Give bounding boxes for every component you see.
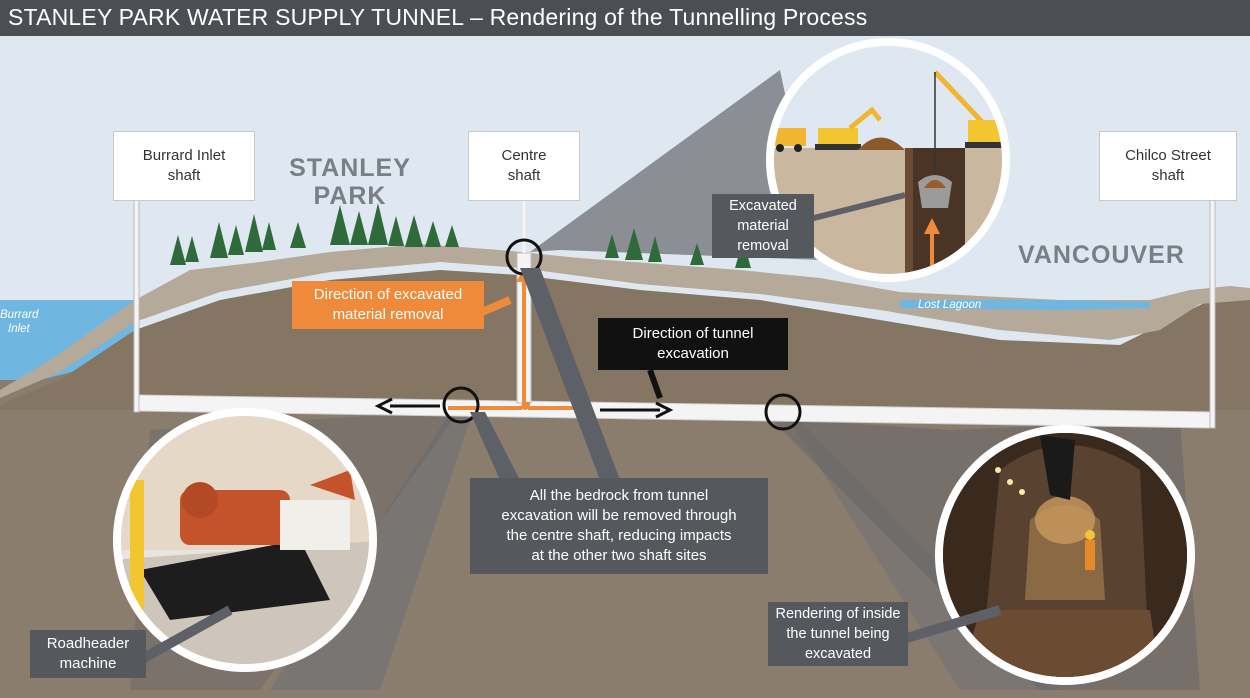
bedrock-removal-label: All the bedrock from tunnel excavation w… xyxy=(470,478,768,574)
centre-shaft-line2: shaft xyxy=(507,167,541,184)
roadheader-circle xyxy=(113,408,377,672)
vancouver-label: VANCOUVER xyxy=(1018,241,1185,269)
direction-removal-label: Direction of excavated material removal xyxy=(292,281,484,329)
title-sub: Rendering of the Tunnelling Process xyxy=(489,4,868,30)
tunnel-interior-circle xyxy=(935,425,1195,685)
black-pointer xyxy=(647,368,663,400)
stanley-park-label: STANLEY PARK xyxy=(275,154,425,210)
centre-shaft-line1: Centre xyxy=(501,147,547,164)
bedrock-pointer xyxy=(520,268,620,480)
direction-tunnel-line1: Direction of tunnel xyxy=(632,325,754,342)
burrard-inlet-water xyxy=(0,300,135,390)
title-dash: – xyxy=(463,4,490,30)
inside-tunnel-line3: excavated xyxy=(804,646,872,662)
park-label: PARK xyxy=(313,182,387,210)
focus-circle-left xyxy=(442,386,480,424)
inside-tunnel-line2: the tunnel being xyxy=(786,626,890,642)
direction-removal-line1: Direction of excavated xyxy=(313,286,463,303)
burrard-shaft-line2: shaft xyxy=(167,167,201,184)
burrard-shaft-line1: Burrard Inlet xyxy=(142,147,226,164)
excavated-line2: material xyxy=(737,218,789,234)
inside-tunnel-line1: Rendering of inside xyxy=(775,606,901,622)
chilco-shaft-line2: shaft xyxy=(1151,167,1185,184)
page-title: STANLEY PARK WATER SUPPLY TUNNEL – Rende… xyxy=(8,4,867,31)
focus-circle-right xyxy=(764,393,802,431)
lost-lagoon-water xyxy=(900,300,1150,310)
burrard-inlet-water-label: Burrard Inlet xyxy=(0,308,50,336)
bedrock-line3: the centre shaft, reducing impacts xyxy=(506,527,732,544)
centre-shaft-callout: Centre shaft xyxy=(468,131,580,201)
lost-lagoon-label: Lost Lagoon xyxy=(918,299,982,311)
stanley-label: STANLEY xyxy=(289,154,411,182)
title-main: STANLEY PARK WATER SUPPLY TUNNEL xyxy=(8,4,464,30)
direction-tunnel-line2: excavation xyxy=(657,345,729,362)
bedrock-line2: excavation will be removed through xyxy=(501,507,737,524)
chilco-street-shaft-callout: Chilco Street shaft xyxy=(1099,131,1237,201)
roadheader-pointer xyxy=(137,605,233,665)
title-bar: STANLEY PARK WATER SUPPLY TUNNEL – Rende… xyxy=(0,0,1250,36)
excavated-material-removal-label: Excavated material removal xyxy=(712,194,814,258)
orange-pointer xyxy=(480,296,512,316)
burrard-water-line1: Burrard xyxy=(0,309,39,321)
inside-tunnel-label: Rendering of inside the tunnel being exc… xyxy=(768,602,908,666)
burrard-shaft-line xyxy=(133,199,140,413)
excavated-pointer xyxy=(805,192,906,223)
inside-tunnel-pointer xyxy=(898,605,1002,645)
roadheader-line1: Roadheader xyxy=(46,635,130,652)
roadheader-line2: machine xyxy=(59,655,117,672)
chilco-shaft-line1: Chilco Street xyxy=(1125,147,1211,164)
removal-path xyxy=(448,278,575,410)
chilco-shaft-line xyxy=(1209,199,1216,429)
excavated-line3: removal xyxy=(737,238,789,254)
burrard-water-line2: Inlet xyxy=(8,323,30,335)
burrard-inlet-shaft-callout: Burrard Inlet shaft xyxy=(113,131,255,201)
excavated-line1: Excavated xyxy=(729,198,797,214)
direction-removal-line2: material removal xyxy=(332,306,444,323)
surface-terrain xyxy=(0,244,1250,398)
bedrock-line4: at the other two shaft sites xyxy=(531,547,707,564)
roadheader-machine-label: Roadheader machine xyxy=(30,630,146,678)
direction-tunnel-label: Direction of tunnel excavation xyxy=(598,318,788,370)
bedrock-line1: All the bedrock from tunnel xyxy=(529,487,709,504)
